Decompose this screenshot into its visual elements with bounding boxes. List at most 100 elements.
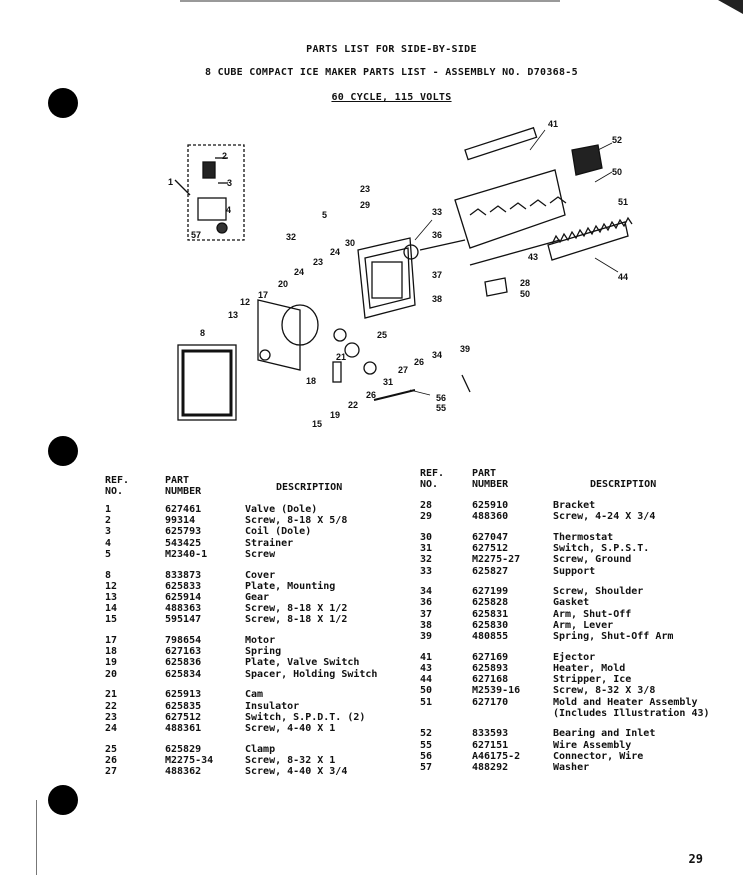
ref-no-cell: 2 [105,515,112,527]
ref-no-cell: 38 [420,619,433,631]
scan-corner [718,0,743,14]
callout-37: 37 [432,270,442,280]
part-number-cell: 627199 [472,586,509,598]
callout-36: 36 [432,230,442,240]
callout-52: 52 [612,135,622,145]
callout-25: 25 [377,330,387,340]
strainer-part [216,222,228,234]
callout-29: 29 [360,200,370,210]
part-number-cell: 625914 [165,591,202,603]
col-description-right: DESCRIPTION [590,479,657,490]
callout-51: 51 [618,197,628,207]
description-cell: Cover [245,569,276,581]
callout-27: 27 [398,365,408,375]
description-cell: Screw, 4-40 X 1 [245,722,336,734]
part-number-cell: A46175-2 [472,750,521,762]
ref-no-cell: 37 [420,608,433,620]
part-number-cell: 625828 [472,597,509,609]
callout-50: 50 [612,167,622,177]
ref-no-cell: 30 [420,531,433,543]
callout-24: 24 [294,267,304,277]
callout-28: 28 [520,278,530,288]
part-number-cell: M2275-34 [165,754,214,766]
motor-part [281,304,319,346]
ref-no-cell: 43 [420,662,433,674]
description-cell: Screw, 8-32 X 3/8 [553,685,656,697]
ref-no-cell: 31 [420,543,433,555]
callout-13: 13 [228,310,238,320]
ref-no-cell: 18 [105,646,118,658]
callout-1: 1 [168,177,173,187]
callout-8: 8 [200,328,205,338]
part-number-cell: 595147 [165,614,202,626]
ref-no-cell: 8 [105,569,112,581]
description-cell: Clamp [245,743,276,755]
callout-44: 44 [618,272,628,282]
description-cell: Screw, 8-18 X 1/2 [245,603,348,615]
description-cell: Motor [245,635,276,646]
callout-56: 56 [436,393,446,403]
mounting-plate [257,299,301,371]
part-number-cell: 488363 [165,603,202,615]
description-cell: Thermostat [553,531,614,543]
ref-no-cell: 51 [420,696,433,708]
description-cell: Heater, Mold [553,662,626,674]
description-cell: Screw, 8-18 X 1/2 [245,614,348,626]
part-number-cell: 798654 [165,635,202,646]
description-cell: Coil (Dole) [245,526,312,538]
ref-no-cell: 34 [420,586,433,598]
callout-33: 33 [432,207,442,217]
description-cell: Arm, Lever [553,619,614,631]
ref-no-cell: 22 [105,700,118,712]
description-cell: Mold and Heater Assembly [553,696,698,708]
callout-55: 55 [436,403,446,413]
ref-no-cell: 3 [105,526,112,538]
part-number-cell: 625833 [165,580,202,592]
callout-23b: 23 [313,257,323,267]
ref-no-cell: 23 [105,711,118,723]
ref-no-cell: 1 [105,504,112,515]
part-number-cell: 625836 [165,657,202,669]
description-cell: Screw, 4-24 X 3/4 [553,511,656,523]
part-number-cell: 627168 [472,674,509,686]
callout-34: 34 [432,350,442,360]
part-number-cell: 488362 [165,766,202,777]
ref-no-cell: 20 [105,668,118,680]
valve-bracket [197,197,227,221]
ref-no-cell: 52 [420,728,433,740]
callout-41: 41 [548,119,558,129]
part-number-cell: 627170 [472,696,509,708]
description-cell: Washer [553,762,590,773]
part-number-cell: 627461 [165,504,202,515]
callout-50b: 50 [520,289,530,299]
valve-assembly-outline [187,144,245,241]
support-housing [357,237,416,319]
part-number-cell: 543425 [165,537,202,549]
part-number-cell: 625910 [472,500,509,511]
callout-43: 43 [528,252,538,262]
part-number-cell: 833873 [165,569,202,581]
punch-hole [48,436,78,466]
ref-no-cell: 15 [105,614,118,626]
description-cell: Stripper, Ice [553,674,632,686]
ref-no-cell: 57 [420,762,433,773]
col-description-left: DESCRIPTION [276,482,343,493]
callout-38: 38 [432,294,442,304]
col-part-number-right: PART NUMBER [472,468,509,490]
ref-no-cell: 56 [420,750,433,762]
ref-no-cell: 14 [105,603,118,615]
callout-15: 15 [312,419,322,429]
description-cell: Spring [245,646,282,658]
description-cell: Bearing and Inlet [553,728,656,740]
ref-no-cell: 25 [105,743,118,755]
ref-no-cell: 21 [105,689,118,701]
description-cell: Gasket [553,597,590,609]
description-cell: Switch, S.P.S.T. [553,543,650,555]
callout-30: 30 [345,238,355,248]
part-number-cell: 625831 [472,608,509,620]
col-part-number-left: PART NUMBER [165,475,202,497]
valve-part [202,161,216,179]
ref-no-cell: 5 [105,548,112,560]
description-cell: Spring, Shut-Off Arm [553,631,674,642]
